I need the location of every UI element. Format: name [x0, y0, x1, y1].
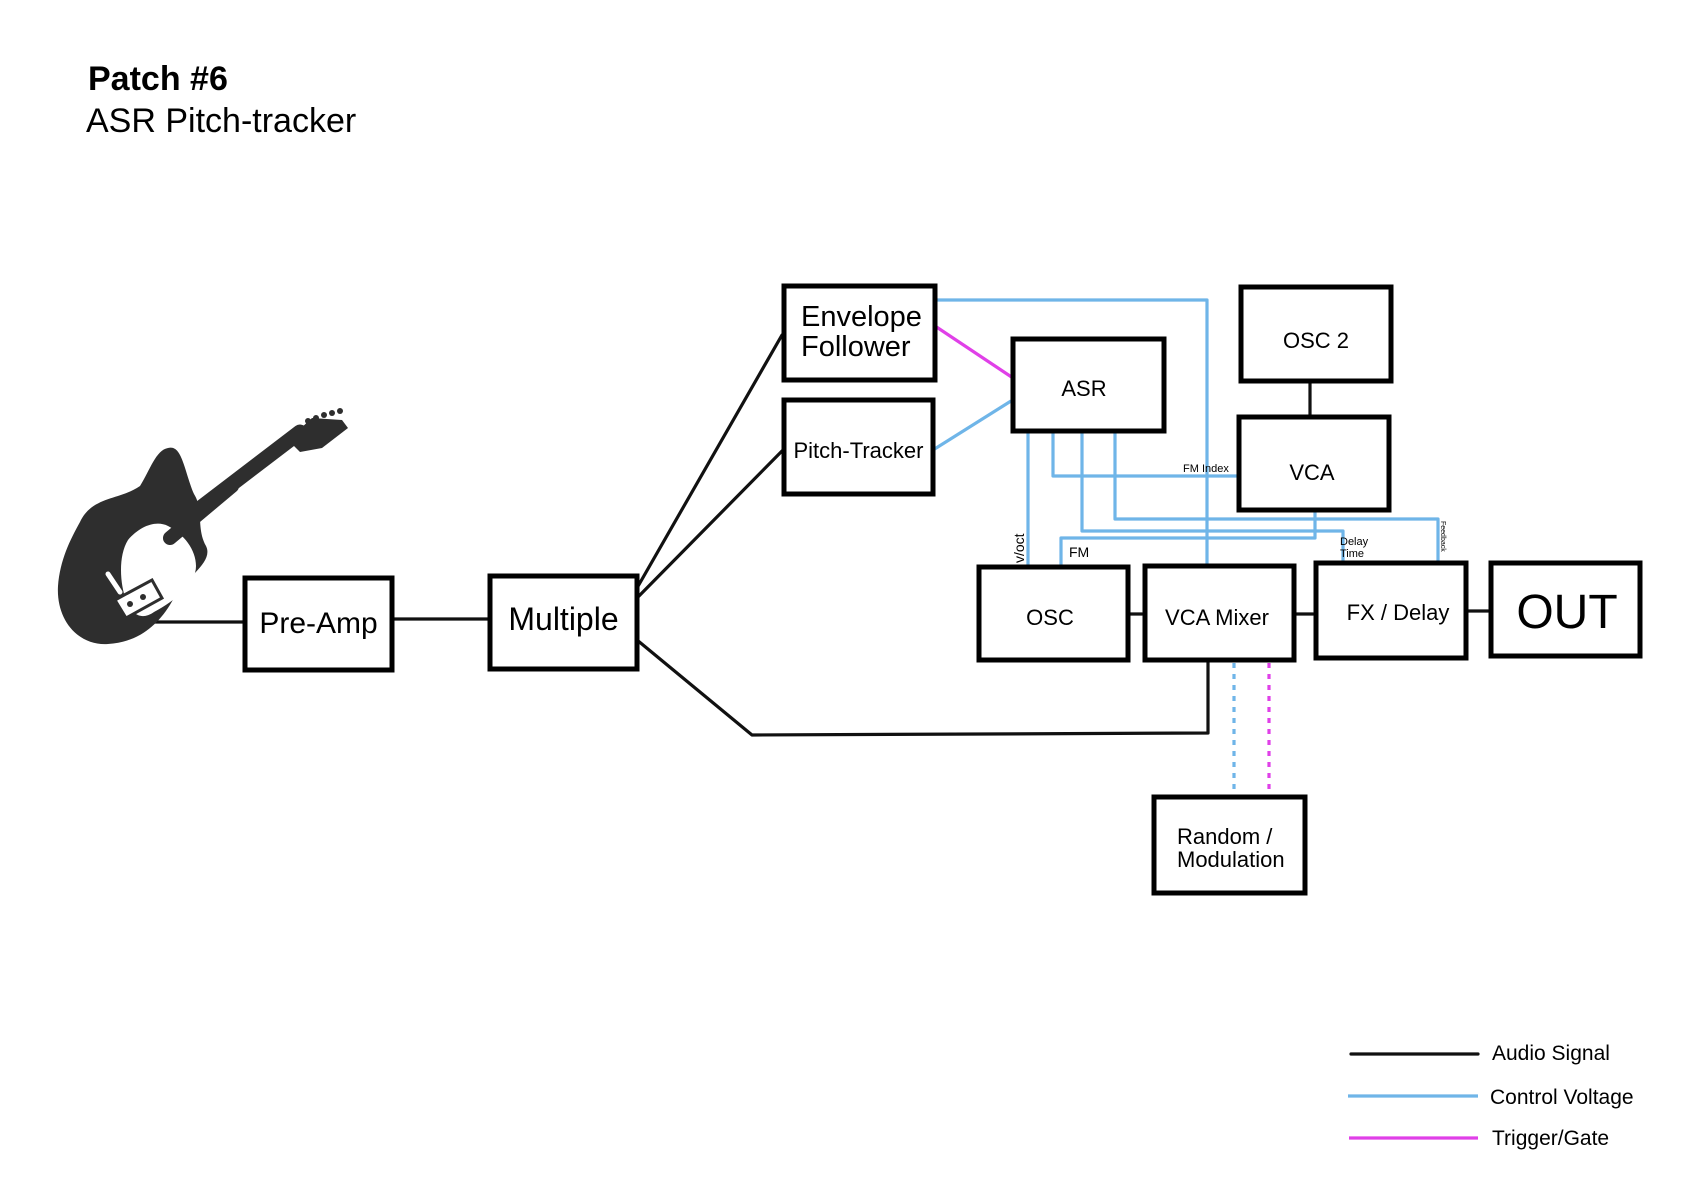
cv-line-asr-vca-fmindex	[1051, 431, 1237, 478]
module-random-label-line2: Modulation	[1177, 847, 1285, 872]
cv-line-envelope-vcamixer	[936, 298, 1209, 567]
module-osc2-label: OSC 2	[1283, 328, 1349, 353]
module-multiple: Multiple	[487, 573, 640, 672]
module-pitch-tracker: Pitch-Tracker	[781, 397, 936, 497]
module-random-label-line1: Random /	[1177, 824, 1273, 849]
port-label-delay-line1: Delay	[1340, 536, 1369, 548]
module-fx-delay: FX / Delay	[1313, 560, 1469, 661]
cv-line-vca-osc-fm	[1059, 510, 1317, 566]
port-label-fm-index: FM Index	[1183, 463, 1229, 475]
module-osc: OSC	[976, 564, 1131, 663]
cv-line-asr-delaytime	[1080, 431, 1345, 565]
electric-guitar-icon	[57, 408, 348, 645]
port-label-voct: v/oct	[1011, 533, 1027, 563]
audio-connections	[146, 333, 1490, 737]
patch-title: Patch #6	[88, 60, 228, 98]
legend-cv-label: Control Voltage	[1490, 1086, 1634, 1109]
legend-audio-label: Audio Signal	[1492, 1042, 1610, 1065]
module-preamp-label: Pre-Amp	[259, 607, 377, 640]
module-out: OUT	[1488, 560, 1643, 659]
module-osc2: OSC 2	[1238, 284, 1394, 384]
trigger-connections	[931, 322, 1271, 792]
port-label-fm: FM	[1069, 544, 1089, 560]
cv-line-pitchtracker-asr	[932, 399, 1012, 452]
trigger-line-envelope-asr	[931, 322, 1014, 380]
cv-line-asr-feedback	[1113, 431, 1440, 563]
audio-line-multiple-pitchtracker	[635, 449, 784, 600]
module-osc-label: OSC	[1026, 605, 1074, 630]
module-fx-delay-label: FX / Delay	[1347, 600, 1450, 625]
module-multiple-label: Multiple	[508, 601, 618, 637]
module-envelope-follower: Envelope Follower	[781, 283, 938, 383]
legend: Audio Signal Control Voltage Trigger/Gat…	[1348, 1042, 1634, 1150]
module-asr-label: ASR	[1061, 376, 1106, 401]
patch-subtitle: ASR Pitch-tracker	[86, 102, 356, 140]
audio-line-multiple-vcamixer	[635, 638, 1210, 737]
module-preamp: Pre-Amp	[242, 575, 395, 673]
module-vca-mixer-label: VCA Mixer	[1165, 605, 1269, 630]
module-out-label: OUT	[1516, 586, 1617, 639]
module-random-modulation: Random / Modulation	[1151, 794, 1308, 896]
module-vca-label: VCA	[1289, 460, 1335, 485]
port-label-feedback: Feedback	[1439, 521, 1446, 552]
port-label-delay-line2: Time	[1340, 548, 1364, 560]
cv-connections	[932, 298, 1440, 567]
audio-line-multiple-envelope	[635, 333, 784, 590]
module-vca: VCA	[1236, 414, 1392, 513]
module-asr: ASR	[1010, 336, 1167, 434]
module-envelope-label-line2: Follower	[801, 331, 911, 363]
module-vca-mixer: VCA Mixer	[1142, 563, 1297, 663]
module-pitch-tracker-label: Pitch-Tracker	[794, 438, 924, 463]
legend-trigger-label: Trigger/Gate	[1492, 1127, 1609, 1150]
module-envelope-label-line1: Envelope	[801, 301, 922, 333]
